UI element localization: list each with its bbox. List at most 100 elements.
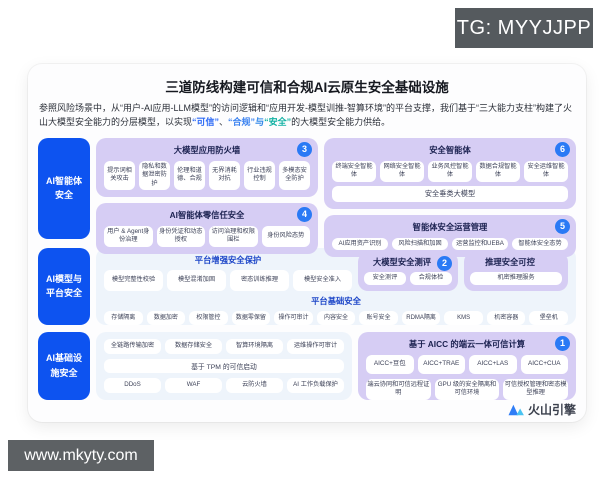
- chip: 运营监控和UEBA: [452, 237, 508, 250]
- section-inference-control: 推理安全可控 机密推理服务: [464, 251, 568, 291]
- chip-row-platform-enhanced: 模型完整性校验模型混淆加固密态训练推理模型安全准入: [104, 269, 352, 291]
- watermark-website: www.mkyty.com: [8, 440, 154, 471]
- section-platform-enhanced: 平台增强安全保护 模型完整性校验模型混淆加固密态训练推理模型安全准入: [104, 252, 352, 291]
- chip: 云防火墙: [226, 378, 283, 393]
- band-agent-left-column: 3 大模型应用防火墙 提示词相关攻击隐私和数据泄密防护伦理和道德、合规无界消耗对…: [96, 137, 318, 254]
- chip: 全链路传输加密: [104, 338, 161, 354]
- volcengine-logo-icon: [508, 404, 524, 415]
- badge-1: 1: [555, 335, 570, 351]
- chip: AICC+豆包: [366, 354, 414, 374]
- volcengine-logo: 火山引擎: [507, 401, 576, 418]
- section-title-zero-trust: AI智能体零信任安全: [169, 209, 245, 220]
- chip: 模型安全准入: [293, 269, 352, 291]
- intro-separator-1: 、: [219, 116, 229, 127]
- chip: GPU 级的安全隔离和可信环境: [434, 378, 500, 400]
- chip: 内容安全: [316, 310, 356, 325]
- section-title-platform-enhanced: 平台增强安全保护: [194, 254, 262, 265]
- chip: 行业违规控制: [244, 160, 275, 190]
- keyword-secure: “安全”: [264, 116, 292, 127]
- chip: AICC+LAS: [469, 354, 517, 374]
- chip: 身份风险态势: [261, 225, 310, 247]
- chip: 模型完整性校验: [104, 269, 163, 291]
- chip: 堡垒机: [529, 310, 569, 325]
- section-platform-security: 平台增强安全保护 模型完整性校验模型混淆加固密态训练推理模型安全准入 2 大模型…: [96, 247, 576, 325]
- badge-5: 5: [555, 218, 570, 234]
- intro-paragraph: 参照风险场景中，从“用户-AI应用-LLM模型”的访问逻辑和“应用开发-模型训推…: [39, 102, 575, 130]
- chip: 网络安全智能体: [380, 160, 424, 182]
- section-title-security-agents: 安全智能体: [429, 144, 471, 155]
- section-title-aicc: 基于 AICC 的端云一体可信计算: [408, 338, 526, 349]
- section-agent-zero-trust: 4 AI智能体零信任安全 用户 & Agent身份治理身份凭证和动态授权访问治理…: [96, 202, 318, 254]
- keyword-compliant: “合规”: [228, 116, 256, 127]
- badge-6: 6: [555, 141, 570, 157]
- section-title-llm-firewall: 大模型应用防火墙: [173, 144, 241, 155]
- chip: 权限管控: [189, 310, 228, 325]
- chip: 业务风控智能体: [428, 160, 472, 182]
- keyword-trusted: “可信”: [192, 116, 220, 127]
- chip: 机密推理服务: [470, 271, 562, 285]
- chip-row-llm-firewall: 提示词相关攻击隐私和数据泄密防护伦理和道德、合规无界消耗对抗行业违规控制多模态安…: [104, 160, 310, 190]
- chip: AI应用资产识别: [332, 237, 388, 250]
- band-agent-columns: 3 大模型应用防火墙 提示词相关攻击隐私和数据泄密防护伦理和道德、合规无界消耗对…: [96, 137, 576, 257]
- sidebar-infrastructure: AI基础设施安全: [38, 331, 90, 400]
- chip: AI 工作负载保护: [287, 378, 344, 393]
- chip: 伦理和道德、合规: [174, 160, 205, 190]
- chip: 用户 & Agent身份治理: [104, 225, 153, 247]
- band-agent-right-column: 6 安全智能体 终端安全智能体网络安全智能体业务风控智能体数据合规智能体安全运维…: [324, 137, 576, 257]
- chip: 无界消耗对抗: [209, 160, 240, 190]
- band-infrastructure: AI基础设施安全 全链路传输加密数据存储安全智算环境隔离运维操作可审计 基于 T…: [38, 331, 576, 400]
- chip: 存储隔离: [104, 310, 143, 325]
- section-security-agents: 6 安全智能体 终端安全智能体网络安全智能体业务风控智能体数据合规智能体安全运维…: [324, 137, 576, 209]
- chip: DDoS: [104, 378, 161, 393]
- section-title-inference-control: 推理安全可控: [485, 256, 535, 267]
- chip: 提示词相关攻击: [104, 160, 135, 190]
- chip: 终端安全智能体: [332, 160, 376, 182]
- sidebar-agent-security: AI智能体安全: [38, 137, 90, 239]
- sidebar-model-platform: AI模型与平台安全: [38, 247, 90, 325]
- chip: 数据加密: [146, 310, 186, 325]
- section-llm-firewall: 3 大模型应用防火墙 提示词相关攻击隐私和数据泄密防护伦理和道德、合规无界消耗对…: [96, 137, 318, 197]
- security-vertical-llm-bar: 安全垂类大模型: [332, 185, 568, 202]
- chip: 机密容器: [486, 310, 526, 325]
- chip: 智能体安全态势: [512, 237, 568, 250]
- chip: RDMA隔离: [401, 310, 441, 325]
- watermark-telegram: TG: MYYJJPP: [455, 8, 593, 48]
- chip: 可信授权管理和密态模型推理: [503, 378, 569, 400]
- chip: 数据零保留: [231, 310, 271, 325]
- chip: 操作可审计: [274, 310, 313, 325]
- chip-row-zero-trust: 用户 & Agent身份治理身份凭证和动态授权访问治理和权限围栏身份风险态势: [104, 225, 310, 247]
- chip-row-security-agents: 终端安全智能体网络安全智能体业务风控智能体数据合规智能体安全运维智能体: [332, 160, 568, 182]
- chip: 账号安全: [359, 310, 398, 325]
- chip: 安全运维智能体: [524, 160, 568, 182]
- chip: 运维操作可审计: [287, 338, 344, 354]
- intro-text-1: 参照风险场景中，从“用户-AI应用-LLM模型”的访问逻辑和“应用开发-模型训推…: [39, 103, 572, 127]
- band-model-platform: AI模型与平台安全 平台增强安全保护 模型完整性校验模型混淆加固密态训练推理模型…: [38, 247, 576, 325]
- chip: 合规体检: [410, 271, 452, 285]
- chip: 智算环境隔离: [226, 338, 283, 354]
- chip-row-agent-ops: AI应用资产识别风险扫描和加固运营监控和UEBA 智能体安全态势: [332, 237, 568, 250]
- chip: 访问治理和权限围栏: [209, 225, 258, 247]
- chip: 身份凭证和动态授权: [156, 225, 205, 247]
- chip: 隐私和数据泄密防护: [139, 160, 170, 190]
- chip-row-model-eval: 安全测评合规体检: [364, 271, 452, 285]
- chip: 模型混淆加固: [167, 269, 226, 291]
- chip: 风险扫描和加固: [392, 237, 448, 250]
- chip-row-inference-control: 机密推理服务: [470, 271, 562, 285]
- chip: 端云协同和可信远程证明: [366, 378, 431, 400]
- chip: 多模态安全防护: [279, 160, 310, 190]
- page-title: 三道防线构建可信和合规AI云原生安全基础设施: [165, 80, 449, 95]
- chip: 密态训练推理: [230, 269, 289, 291]
- chip: 安全测评: [364, 271, 406, 285]
- section-title-platform-basic: 平台基础安全: [311, 295, 361, 306]
- badge-4: 4: [297, 206, 312, 222]
- intro-separator-2: 与: [255, 116, 265, 127]
- chip: AICC+TRAE: [417, 354, 465, 374]
- slide-card: 三道防线构建可信和合规AI云原生安全基础设施 参照风险场景中，从“用户-AI应用…: [28, 64, 586, 422]
- section-infra-basic: 全链路传输加密数据存储安全智算环境隔离运维操作可审计 基于 TPM 的可信启动 …: [96, 331, 352, 400]
